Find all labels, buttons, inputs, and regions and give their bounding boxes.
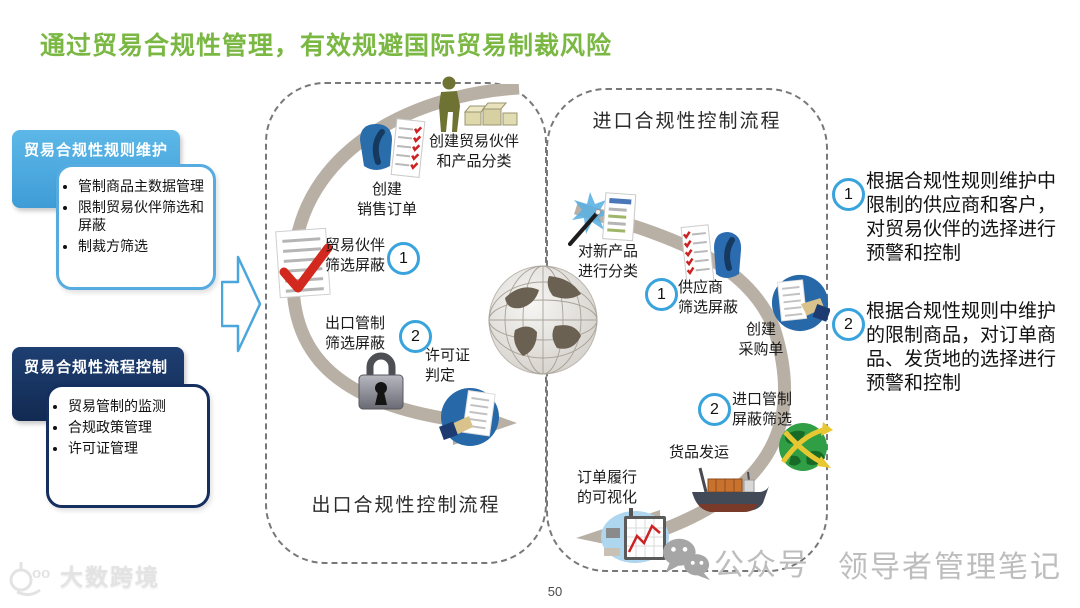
rules-box-content: 管制商品主数据管理 限制贸易伙伴筛选和屏蔽 制裁方筛选 bbox=[56, 164, 216, 290]
rules-bullet-list: 管制商品主数据管理 限制贸易伙伴筛选和屏蔽 制裁方筛选 bbox=[61, 178, 209, 256]
step-goods-shipment-label: 货品发运 bbox=[668, 444, 729, 461]
partner-screening-icon bbox=[275, 227, 333, 299]
monitor-chart-icon bbox=[601, 508, 669, 563]
process-bullet: 贸易管制的监测 bbox=[68, 398, 203, 416]
page-number: 50 bbox=[547, 584, 563, 599]
import-globe-icon bbox=[779, 422, 833, 471]
step-classify-label: 对新产品 进行分类 bbox=[578, 243, 639, 280]
step-license-label: 许可证 判定 bbox=[425, 347, 471, 384]
supplier-screening-icon bbox=[680, 224, 742, 284]
step-order-visibility-label: 订单履行 的可视化 bbox=[576, 469, 637, 506]
page-title: 通过贸易合规性管理，有效规避国际贸易制裁风险 bbox=[40, 32, 613, 60]
import-step2-badge: 2 bbox=[698, 393, 731, 426]
rules-box-header-label: 贸易合规性规则维护 bbox=[24, 142, 169, 159]
license-doc-icon bbox=[439, 388, 499, 446]
process-bullet: 合规政策管理 bbox=[68, 419, 203, 437]
rules-bullet: 管制商品主数据管理 bbox=[78, 178, 209, 196]
world-globe-icon bbox=[488, 265, 598, 375]
export-step1-badge: 1 bbox=[387, 242, 420, 275]
note2-text: 根据合规性规则中维护的限制商品，对订单商品、发货地的选择进行预警和控制 bbox=[866, 301, 1057, 395]
process-box-header-label: 贸易合规性流程控制 bbox=[24, 359, 169, 376]
brand-logo-text: 大数跨境 bbox=[60, 564, 160, 590]
step-supplier-screening-label: 供应商 筛选屏蔽 bbox=[678, 279, 739, 316]
watermark-prefix: 公众号 bbox=[714, 549, 810, 582]
step-create-partner-label: 创建贸易伙伴 和产品分类 bbox=[428, 133, 519, 170]
rules-bullet: 制裁方筛选 bbox=[78, 238, 209, 256]
rules-bullet: 限制贸易伙伴筛选和屏蔽 bbox=[78, 199, 209, 235]
export-step2-badge: 2 bbox=[399, 320, 432, 353]
import-step1-badge: 1 bbox=[645, 278, 678, 311]
import-flow-title: 进口合规性控制流程 bbox=[592, 111, 782, 132]
step-create-purchase-label: 创建 采购单 bbox=[738, 321, 784, 358]
purchase-doc-icon bbox=[771, 274, 830, 332]
note2-badge: 2 bbox=[832, 308, 865, 341]
process-box-content: 贸易管制的监测 合规政策管理 许可证管理 bbox=[46, 384, 210, 508]
process-bullet-list: 贸易管制的监测 合规政策管理 许可证管理 bbox=[51, 398, 203, 458]
worker-boxes-icon bbox=[439, 76, 518, 132]
process-bullet: 许可证管理 bbox=[68, 440, 203, 458]
brand-logo-icon: oo bbox=[9, 562, 50, 597]
watermark-name: 领导者管理笔记 bbox=[838, 551, 1062, 584]
step-export-control-label: 出口管制 筛选屏蔽 bbox=[325, 315, 386, 352]
export-flow-title: 出口合规性控制流程 bbox=[311, 495, 501, 516]
note1-badge: 1 bbox=[832, 178, 865, 211]
lock-icon bbox=[358, 352, 404, 410]
right-block-arrow-icon bbox=[221, 255, 262, 353]
sales-order-icon bbox=[360, 118, 426, 178]
export-flow-container: 创建贸易伙伴 和产品分类 创建 销售订单 bbox=[265, 76, 547, 564]
note1-text: 根据合规性规则维护中限制的供应商和客户，对贸易伙伴的选择进行预警和控制 bbox=[866, 171, 1057, 265]
classify-wand-icon bbox=[568, 192, 637, 246]
step-create-sales-order-label: 创建 销售订单 bbox=[356, 181, 417, 218]
step-partner-screening-label: 贸易伙伴 筛选屏蔽 bbox=[325, 237, 386, 274]
svg-text:oo: oo bbox=[32, 565, 50, 582]
ship-icon bbox=[692, 467, 769, 512]
step-import-control-label: 进口管制 屏蔽筛选 bbox=[732, 391, 793, 428]
wechat-icon bbox=[662, 538, 711, 581]
brand-watermark: oo 大数跨境 bbox=[8, 552, 160, 598]
